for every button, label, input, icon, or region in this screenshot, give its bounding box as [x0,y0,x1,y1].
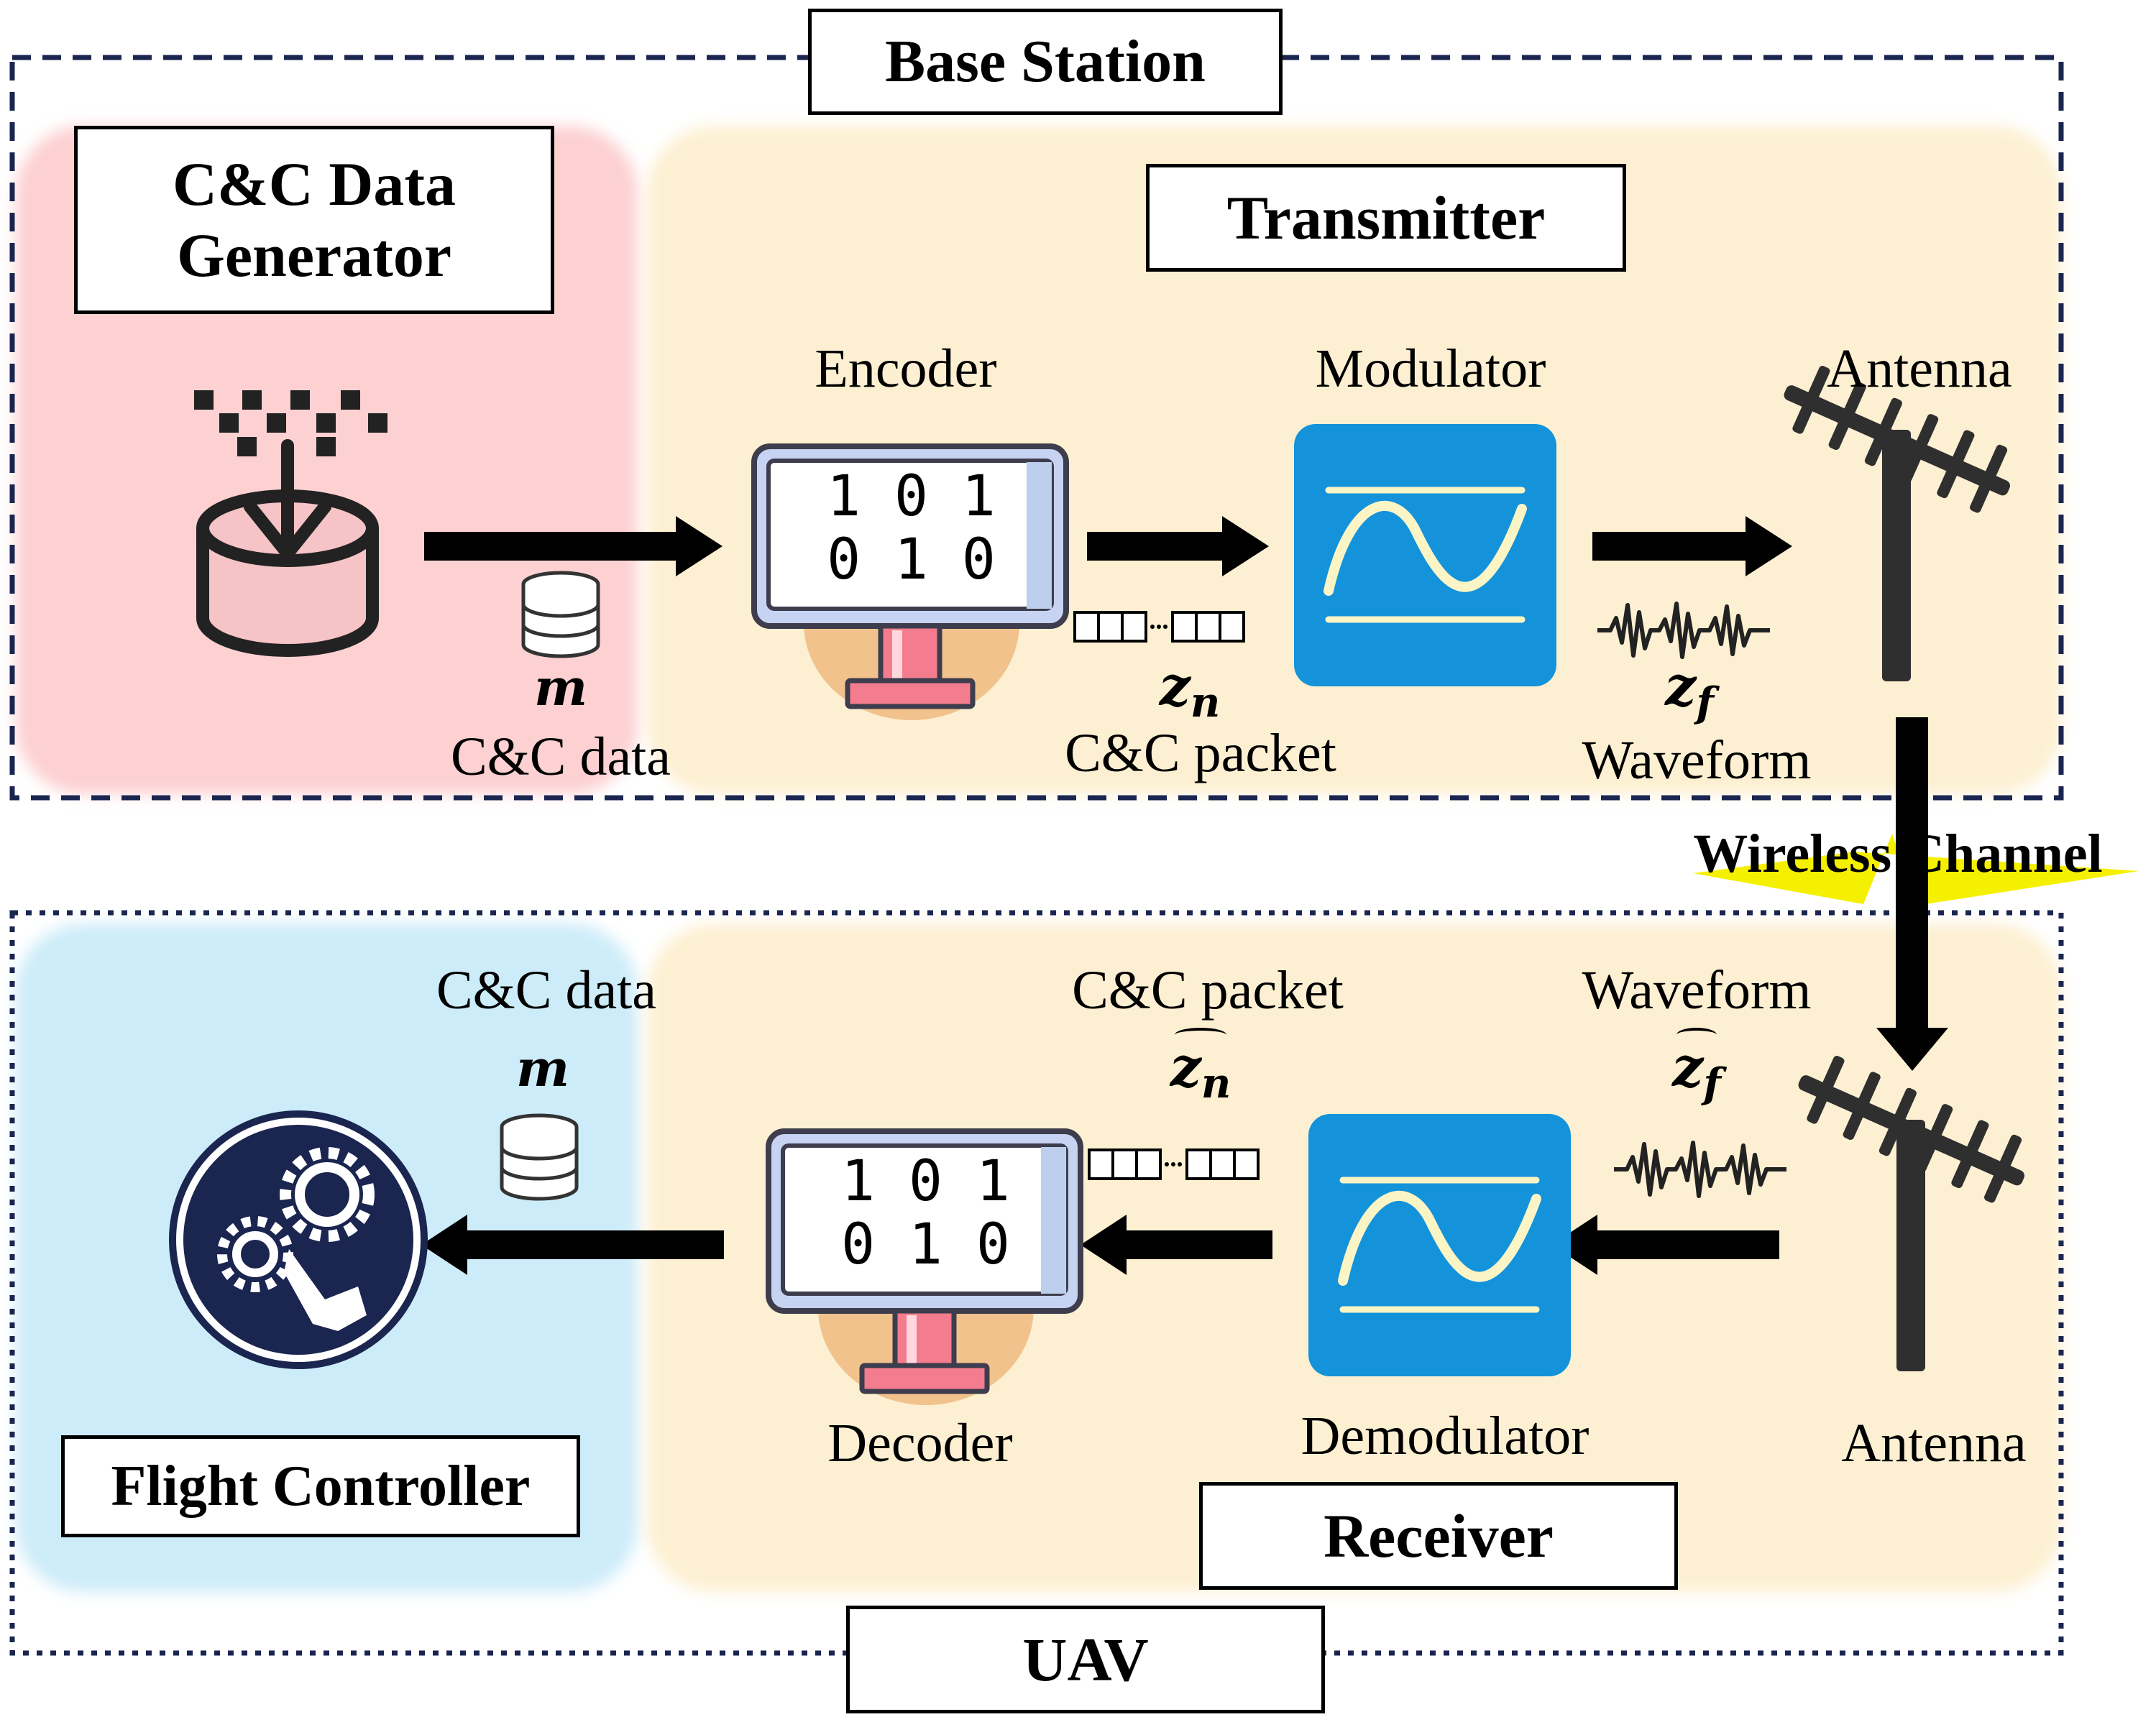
packet-symbol-bottom-base: z [1170,1035,1201,1099]
arrow-icon [1087,516,1269,576]
packet-symbol-bottom-hat: zn [1170,1027,1231,1108]
data-symbol-bottom: m [515,1039,570,1098]
packet-symbol-top-base: z [1159,654,1191,718]
waveform-symbol-top-sub: f [1696,678,1714,727]
transmitter-title: Transmitter [1146,164,1626,272]
waveform-symbol-top-base: z [1665,654,1697,718]
controller-title: Flight Controller [61,1435,580,1537]
antenna-label-bottom: Antenna [1841,1413,2027,1473]
antenna-label-top: Antenna [1827,339,2012,399]
waveform-label-bottom: Waveform [1582,960,1812,1021]
waveform-symbol-top: zf [1632,654,1747,727]
data-label-top: C&C data [450,727,671,787]
encoder-binary-bottom: 0 1 0 [827,528,996,592]
modulator-label: Modulator [1315,339,1546,399]
decoder-binary-bottom: 0 1 0 [841,1212,1010,1277]
packet-label-top: C&C packet [1065,723,1336,783]
decoder-label: Decoder [827,1413,1013,1473]
base-station-border [9,55,2064,801]
channel-label: Wireless Channel [1693,824,2103,884]
packet-label-bottom: C&C packet [1072,960,1344,1021]
demodulator-label: Demodulator [1301,1406,1590,1466]
arrow-icon [1081,1215,1272,1275]
waveform-label-top: Waveform [1582,730,1812,791]
packet-symbol-top: zn [1118,654,1262,727]
waveform-symbol-bottom-sub: f [1703,1059,1721,1108]
channel-arrow-icon [1876,717,1948,1071]
data-label-bottom: C&C data [436,960,657,1021]
arrow-icon [421,1215,724,1275]
encoder-binary-top: 1 0 1 [827,464,996,529]
packet-symbol-top-sub: n [1190,678,1221,727]
sine-wave-icon [1294,424,1556,686]
arrow-icon [1592,516,1792,576]
gear-hand-icon [169,1110,428,1369]
database-icon [502,1115,577,1199]
database-download-icon [194,390,387,657]
uav-title: UAV [846,1606,1325,1713]
waveform-symbol-bottom-base: z [1672,1035,1704,1099]
sine-wave-icon [1308,1114,1571,1376]
receiver-title: Receiver [1199,1482,1678,1590]
data-symbol-top: m [533,658,588,717]
packet-symbol-bottom: zn [1129,1027,1272,1108]
arrow-icon [1551,1215,1779,1275]
base-station-title: Base Station [808,9,1283,115]
encoder-label: Encoder [815,339,997,399]
database-icon [523,573,598,656]
waveform-symbol-bottom-hat: zf [1672,1027,1721,1108]
packet-symbol-bottom-sub: n [1201,1059,1231,1108]
generator-title: C&C Data Generator [74,126,554,314]
arrow-icon [424,516,723,576]
decoder-binary-top: 1 0 1 [841,1149,1010,1214]
waveform-symbol-bottom: zf [1639,1027,1754,1108]
